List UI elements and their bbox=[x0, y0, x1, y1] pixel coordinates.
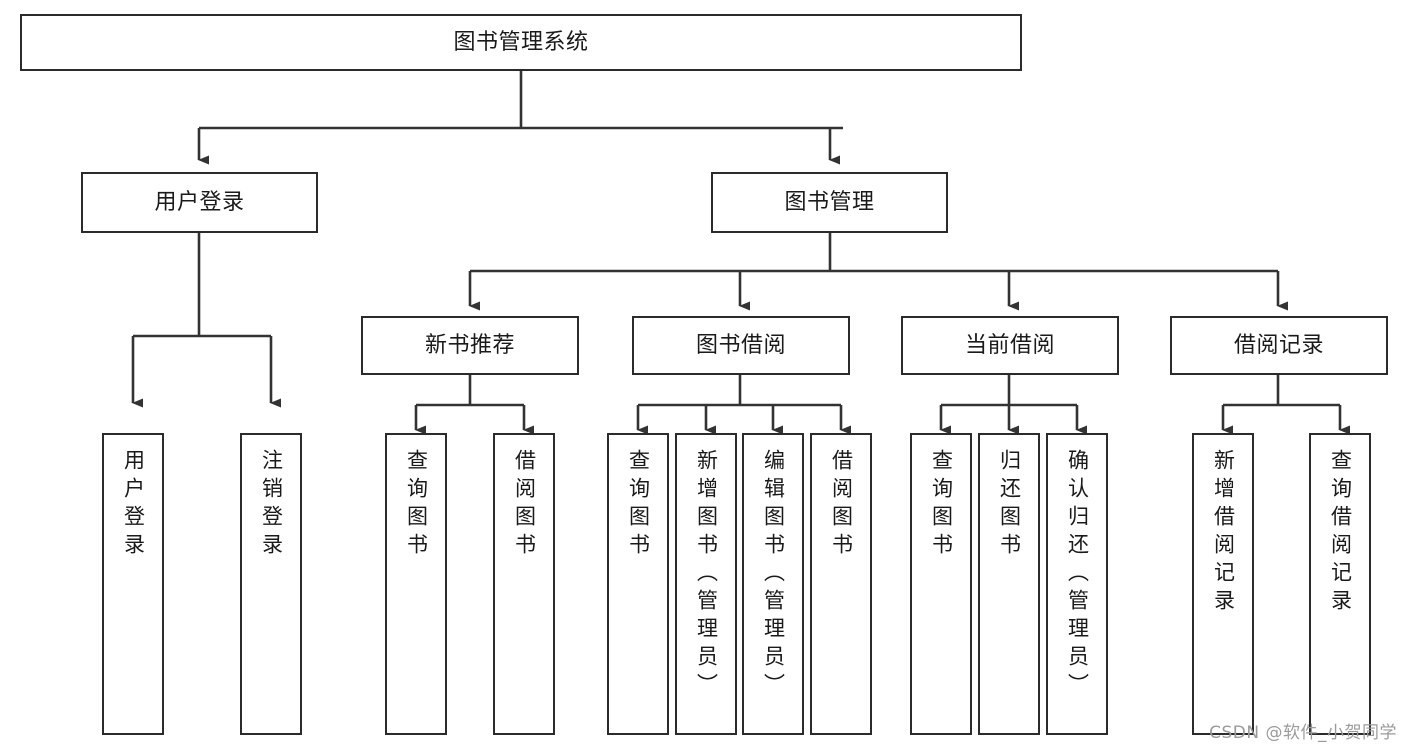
node-new-book-recommend[interactable]: 新书推荐 bbox=[361, 316, 579, 375]
node-user-login[interactable]: 用户登录 bbox=[81, 172, 318, 233]
node-leaf-confirm-return-label: 确认归还（管理员） bbox=[1065, 449, 1090, 701]
node-leaf-edit-book-label: 编辑图书（管理员） bbox=[761, 449, 786, 701]
node-leaf-user-login[interactable]: 用户登录 bbox=[102, 433, 164, 735]
node-user-login-label: 用户登录 bbox=[154, 189, 245, 215]
node-leaf-logout-label: 注销登录 bbox=[259, 449, 284, 561]
node-leaf-query-book-3[interactable]: 查询图书 bbox=[910, 433, 972, 735]
node-leaf-add-record[interactable]: 新增借阅记录 bbox=[1192, 433, 1254, 735]
node-current-borrow[interactable]: 当前借阅 bbox=[901, 316, 1119, 375]
node-borrow-record[interactable]: 借阅记录 bbox=[1170, 316, 1388, 375]
node-root-label: 图书管理系统 bbox=[453, 29, 589, 55]
node-leaf-add-book-label: 新增图书（管理员） bbox=[694, 449, 719, 701]
node-leaf-borrow-book-1-label: 借阅图书 bbox=[512, 449, 537, 561]
node-leaf-return-book[interactable]: 归还图书 bbox=[978, 433, 1040, 735]
node-leaf-query-book-3-label: 查询图书 bbox=[929, 449, 954, 561]
node-current-borrow-label: 当前借阅 bbox=[964, 332, 1055, 358]
node-book-management-label: 图书管理 bbox=[784, 189, 875, 215]
node-root[interactable]: 图书管理系统 bbox=[20, 14, 1022, 71]
node-leaf-add-record-label: 新增借阅记录 bbox=[1211, 449, 1236, 617]
node-book-management[interactable]: 图书管理 bbox=[711, 172, 948, 233]
node-book-borrow[interactable]: 图书借阅 bbox=[632, 316, 850, 375]
watermark: CSDN @软件_小贺同学 bbox=[1209, 723, 1397, 743]
node-leaf-add-book[interactable]: 新增图书（管理员） bbox=[675, 433, 737, 735]
node-leaf-query-book-1[interactable]: 查询图书 bbox=[385, 433, 447, 735]
node-leaf-user-login-label: 用户登录 bbox=[121, 449, 146, 561]
node-leaf-query-book-1-label: 查询图书 bbox=[404, 449, 429, 561]
node-leaf-return-book-label: 归还图书 bbox=[997, 449, 1022, 561]
node-leaf-borrow-book-2-label: 借阅图书 bbox=[829, 449, 854, 561]
node-leaf-edit-book[interactable]: 编辑图书（管理员） bbox=[742, 433, 804, 735]
node-leaf-confirm-return[interactable]: 确认归还（管理员） bbox=[1046, 433, 1108, 735]
node-borrow-record-label: 借阅记录 bbox=[1233, 332, 1324, 358]
node-leaf-query-record-label: 查询借阅记录 bbox=[1328, 449, 1353, 617]
node-new-book-recommend-label: 新书推荐 bbox=[424, 332, 515, 358]
node-leaf-borrow-book-2[interactable]: 借阅图书 bbox=[810, 433, 872, 735]
node-leaf-logout[interactable]: 注销登录 bbox=[240, 433, 302, 735]
node-leaf-query-book-2-label: 查询图书 bbox=[626, 449, 651, 561]
node-leaf-query-record[interactable]: 查询借阅记录 bbox=[1309, 433, 1371, 735]
node-leaf-query-book-2[interactable]: 查询图书 bbox=[607, 433, 669, 735]
node-book-borrow-label: 图书借阅 bbox=[695, 332, 786, 358]
node-leaf-borrow-book-1[interactable]: 借阅图书 bbox=[493, 433, 555, 735]
